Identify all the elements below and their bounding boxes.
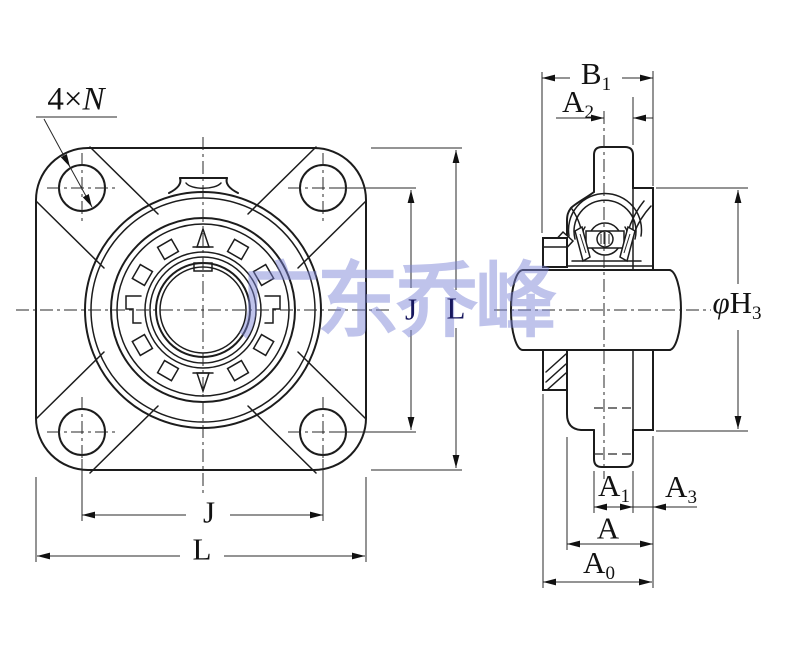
dim-label-a2: A2 [562, 86, 594, 122]
a1-main: A [598, 468, 621, 503]
side-dimensions [541, 71, 748, 588]
a0-sub: 0 [605, 563, 615, 584]
locating-tab-right [264, 295, 281, 324]
dim-label-l-vertical: L [446, 290, 466, 326]
a2-sub: 2 [584, 102, 594, 123]
dim-label-a3: A3 [665, 471, 697, 507]
dim-label-l-horizontal: L [192, 531, 212, 567]
a1-sub: 1 [620, 486, 630, 507]
dim-label-j-horizontal: J [202, 494, 216, 530]
a3-sub: 3 [687, 487, 697, 508]
side-centerlines [494, 111, 711, 479]
side-view [494, 71, 748, 588]
flange-outline [35, 147, 367, 471]
dim-label-a0: A0 [583, 547, 615, 583]
bolt-hole-count-label: 4×N [47, 81, 105, 118]
front-centerlines [16, 137, 389, 497]
front-view [16, 116, 462, 562]
dim-label-a1: A1 [598, 470, 630, 506]
bolt-size-symbol: N [82, 81, 105, 118]
a3-main: A [665, 469, 688, 504]
locating-tab-left [125, 295, 142, 324]
bolt-hole-leader [36, 116, 117, 208]
locking-teeth [125, 226, 281, 394]
set-screw-lower-hatch [545, 353, 567, 391]
h3-main: H [729, 285, 753, 320]
a0-main: A [583, 545, 606, 580]
phi-symbol: φ [712, 285, 730, 320]
dim-label-b1: B1 [581, 58, 611, 94]
a2-main: A [562, 84, 585, 119]
dim-label-j-vertical: J [404, 291, 418, 327]
dim-label-phi-h3: φH3 [712, 287, 761, 323]
front-dimensions [35, 147, 462, 562]
locking-collar [542, 230, 575, 391]
b1-main: B [580, 56, 602, 91]
dim-label-a: A [596, 510, 620, 546]
bolt-count-text: 4× [47, 81, 83, 118]
b1-sub: 1 [601, 74, 612, 95]
h3-sub: 3 [752, 303, 762, 324]
bearing-section [567, 192, 643, 263]
